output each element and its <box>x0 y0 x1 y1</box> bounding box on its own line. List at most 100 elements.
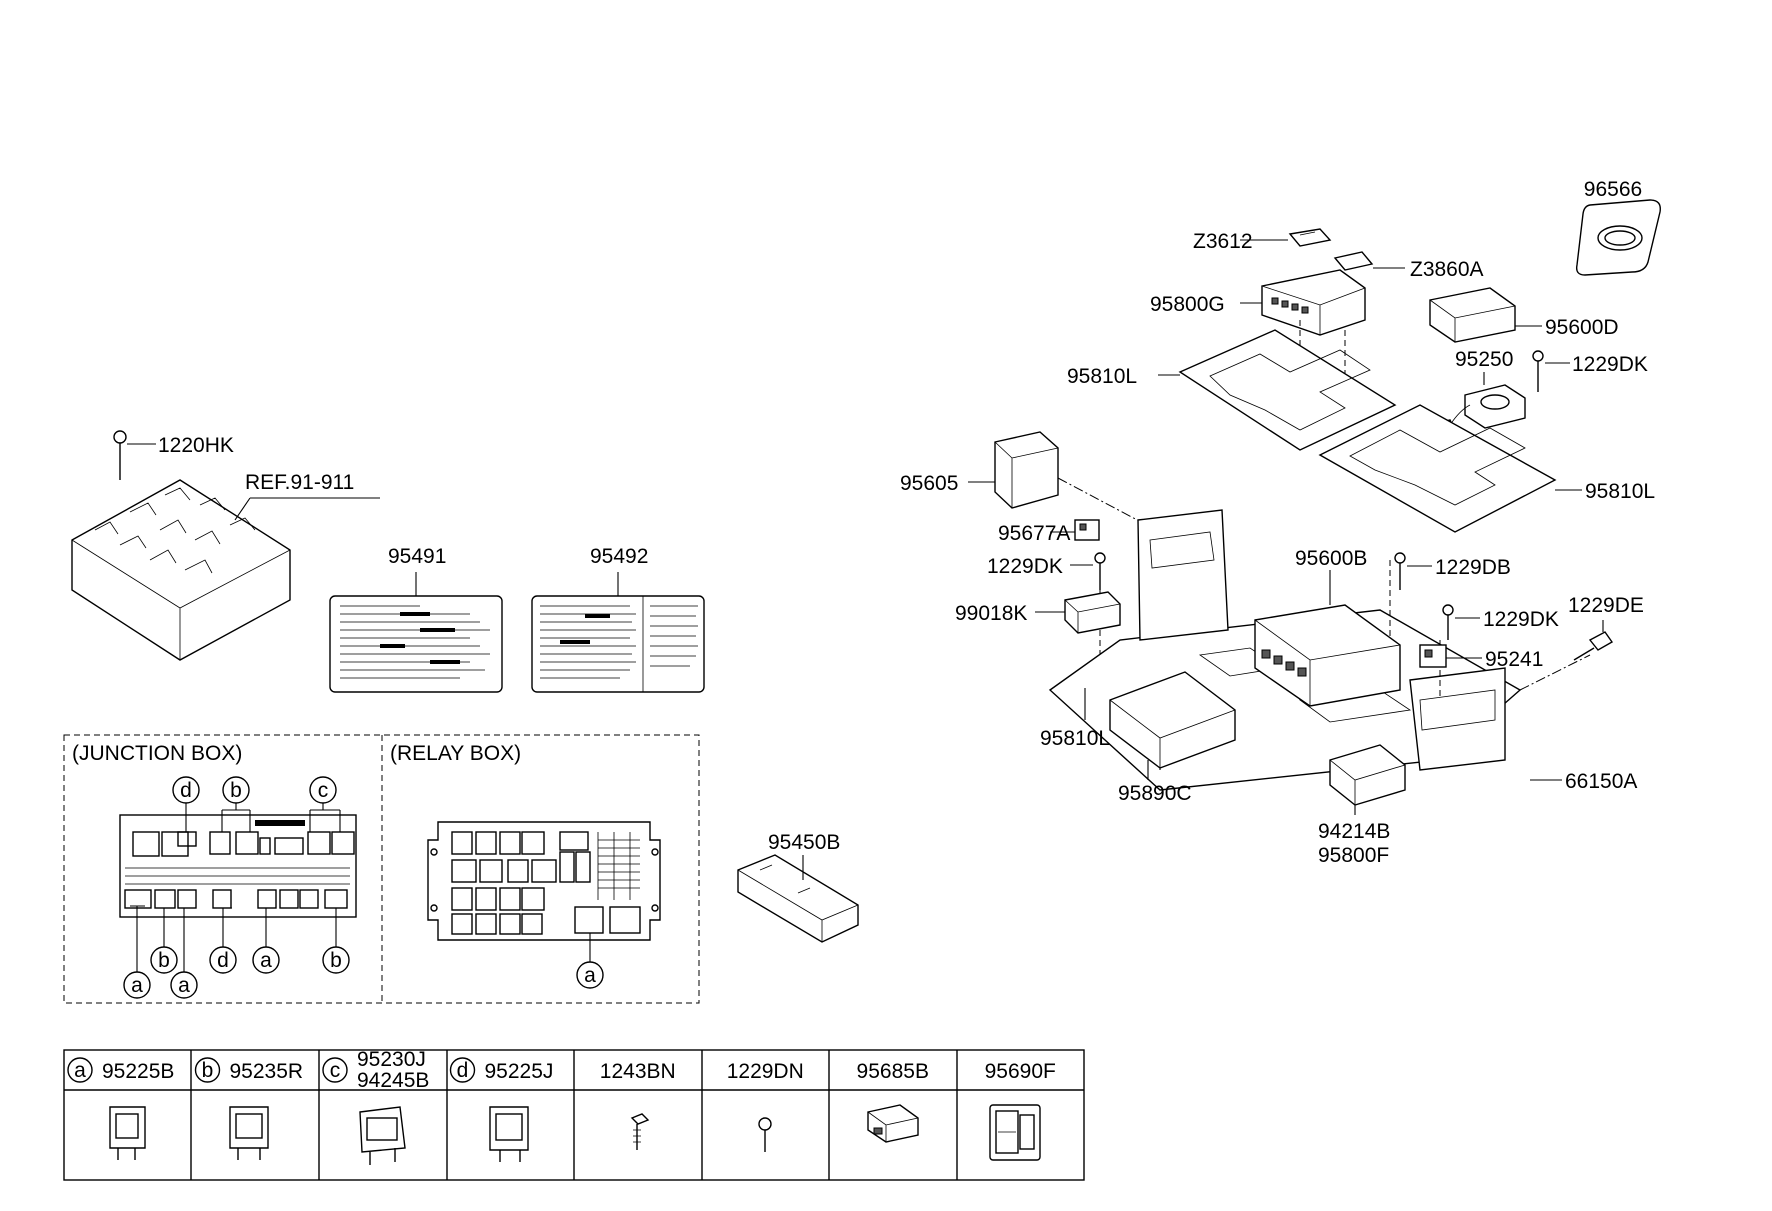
bolt-icon: 1229DE <box>1568 594 1644 661</box>
screw-icon: 1229DK <box>987 552 1106 670</box>
control-module-icon: 95600D <box>1429 287 1619 343</box>
callout-1229de: 1229DE <box>1568 594 1644 617</box>
bracket-icon: Z3612 Z3860A <box>1193 228 1484 281</box>
callout-94214b: 94214B <box>1318 820 1390 843</box>
callout-1229dk-left: 1229DK <box>987 555 1063 578</box>
switch-icon <box>989 1104 1041 1161</box>
callout-95810l-top: 95810L <box>1067 365 1137 388</box>
marker-label: d <box>457 1059 469 1082</box>
bracket-icon: 95810L 95810L <box>1067 329 1655 533</box>
control-module-icon: 99018K <box>955 591 1121 634</box>
marker-a <box>67 1057 93 1083</box>
bolt-icon <box>630 1113 650 1150</box>
callout-95800f: 95800F <box>1318 844 1389 867</box>
connector-icon <box>867 1104 919 1143</box>
table-header-cell: b 95235R <box>194 1057 304 1083</box>
relay-icon <box>229 1106 269 1160</box>
marker-label: a <box>74 1059 86 1082</box>
callout-96566: 96566 <box>1584 178 1642 201</box>
svg-text:d: d <box>180 779 192 802</box>
marker-a-relay: a <box>576 932 604 989</box>
marker-b-bottom-2: b <box>322 908 350 974</box>
callout-95605: 95605 <box>900 472 958 495</box>
callout-95450b: 95450B <box>768 831 840 854</box>
part-number: 95690F <box>985 1060 1056 1083</box>
relay-icon: 95241 <box>1419 644 1543 671</box>
marker-b-top: b <box>221 776 251 832</box>
part-number: 95225B <box>102 1060 174 1083</box>
bracket-icon: 95810L <box>1040 688 1110 750</box>
callout-95810l-bottom: 95810L <box>1040 727 1110 750</box>
svg-text:a: a <box>260 949 272 972</box>
marker-label: c <box>330 1059 341 1082</box>
control-module-icon: 95890C <box>1109 671 1236 805</box>
table-header-cell: 95685B <box>857 1060 929 1083</box>
control-module-icon: 95600B <box>1254 547 1401 707</box>
table-header-cell: 1229DN <box>727 1060 804 1083</box>
relay-icon <box>489 1106 529 1162</box>
screw-icon: 1229DK <box>1442 604 1559 640</box>
callout-99018k: 99018K <box>955 602 1027 625</box>
marker-label: b <box>202 1059 214 1082</box>
screw-icon <box>758 1117 772 1152</box>
callout-95492: 95492 <box>590 545 648 568</box>
marker-a-bottom-3: a <box>252 908 280 974</box>
section-junction-box: (JUNCTION BOX) <box>72 742 242 765</box>
control-module-icon: 95605 <box>900 431 1176 541</box>
callout-1220hk: 1220HK <box>158 434 234 457</box>
control-module-icon: 95450B <box>737 831 859 943</box>
callout-z3612: Z3612 <box>1193 230 1253 253</box>
part-number-secondary: 94245B <box>357 1069 429 1092</box>
callout-95491: 95491 <box>388 545 446 568</box>
marker-a-bottom-1: a <box>123 905 151 999</box>
relay-icon <box>359 1106 406 1165</box>
parts-table <box>63 1049 1085 1181</box>
part-number: 95225J <box>485 1060 554 1083</box>
callout-95800g: 95800G <box>1150 293 1225 316</box>
marker-a-bottom-2: a <box>170 908 198 999</box>
box-panel-frame <box>63 734 700 1004</box>
svg-text:a: a <box>178 974 190 997</box>
part-number: 95685B <box>857 1060 929 1083</box>
svg-text:a: a <box>584 964 596 987</box>
callout-95241: 95241 <box>1485 648 1543 671</box>
label-sticker-icon: 95491 <box>329 545 503 693</box>
part-number: 1243BN <box>600 1060 676 1083</box>
part-number: 95235R <box>230 1060 304 1083</box>
callout-95810l-right: 95810L <box>1585 480 1655 503</box>
callout-95890c: 95890C <box>1118 782 1192 805</box>
table-header-cell: a 95225B <box>67 1057 174 1083</box>
marker-d-top: d <box>172 776 200 832</box>
screw-icon: 1229DK <box>1532 350 1648 392</box>
part-number: 95230J <box>357 1048 426 1071</box>
svg-text:b: b <box>230 779 242 802</box>
table-header-cell: 1243BN <box>600 1060 676 1083</box>
callout-1229dk-mid: 1229DK <box>1483 608 1559 631</box>
label-sticker-icon: 95492 <box>531 545 705 693</box>
callout-z3860a: Z3860A <box>1410 258 1484 281</box>
fuse-box-icon: 1220HK REF.91-911 <box>71 430 380 661</box>
section-relay-box: (RELAY BOX) <box>390 742 521 765</box>
control-module-icon: 95800G <box>1150 269 1366 420</box>
callout-1229dk-top: 1229DK <box>1572 353 1648 376</box>
marker-d-bottom: d <box>209 907 237 974</box>
relay-box <box>427 821 661 941</box>
table-header-cell: 95690F <box>985 1060 1056 1083</box>
callout-95600b: 95600B <box>1295 547 1367 570</box>
marker-c-top: c <box>309 776 341 832</box>
callout-95250: 95250 <box>1455 348 1513 371</box>
callout-ref: REF.91-911 <box>245 471 354 494</box>
part-number: 1229DN <box>727 1060 804 1083</box>
marker-d <box>449 1057 476 1083</box>
relay-icon <box>109 1106 146 1160</box>
svg-text:a: a <box>131 974 143 997</box>
callout-1229db: 1229DB <box>1435 556 1511 579</box>
svg-text:c: c <box>318 779 329 802</box>
screw-icon: 1229DB <box>1394 552 1511 590</box>
marker-b <box>194 1057 221 1083</box>
relay-icon: 95677A <box>998 519 1100 545</box>
svg-text:d: d <box>217 949 229 972</box>
callout-66150a: 66150A <box>1565 770 1637 793</box>
